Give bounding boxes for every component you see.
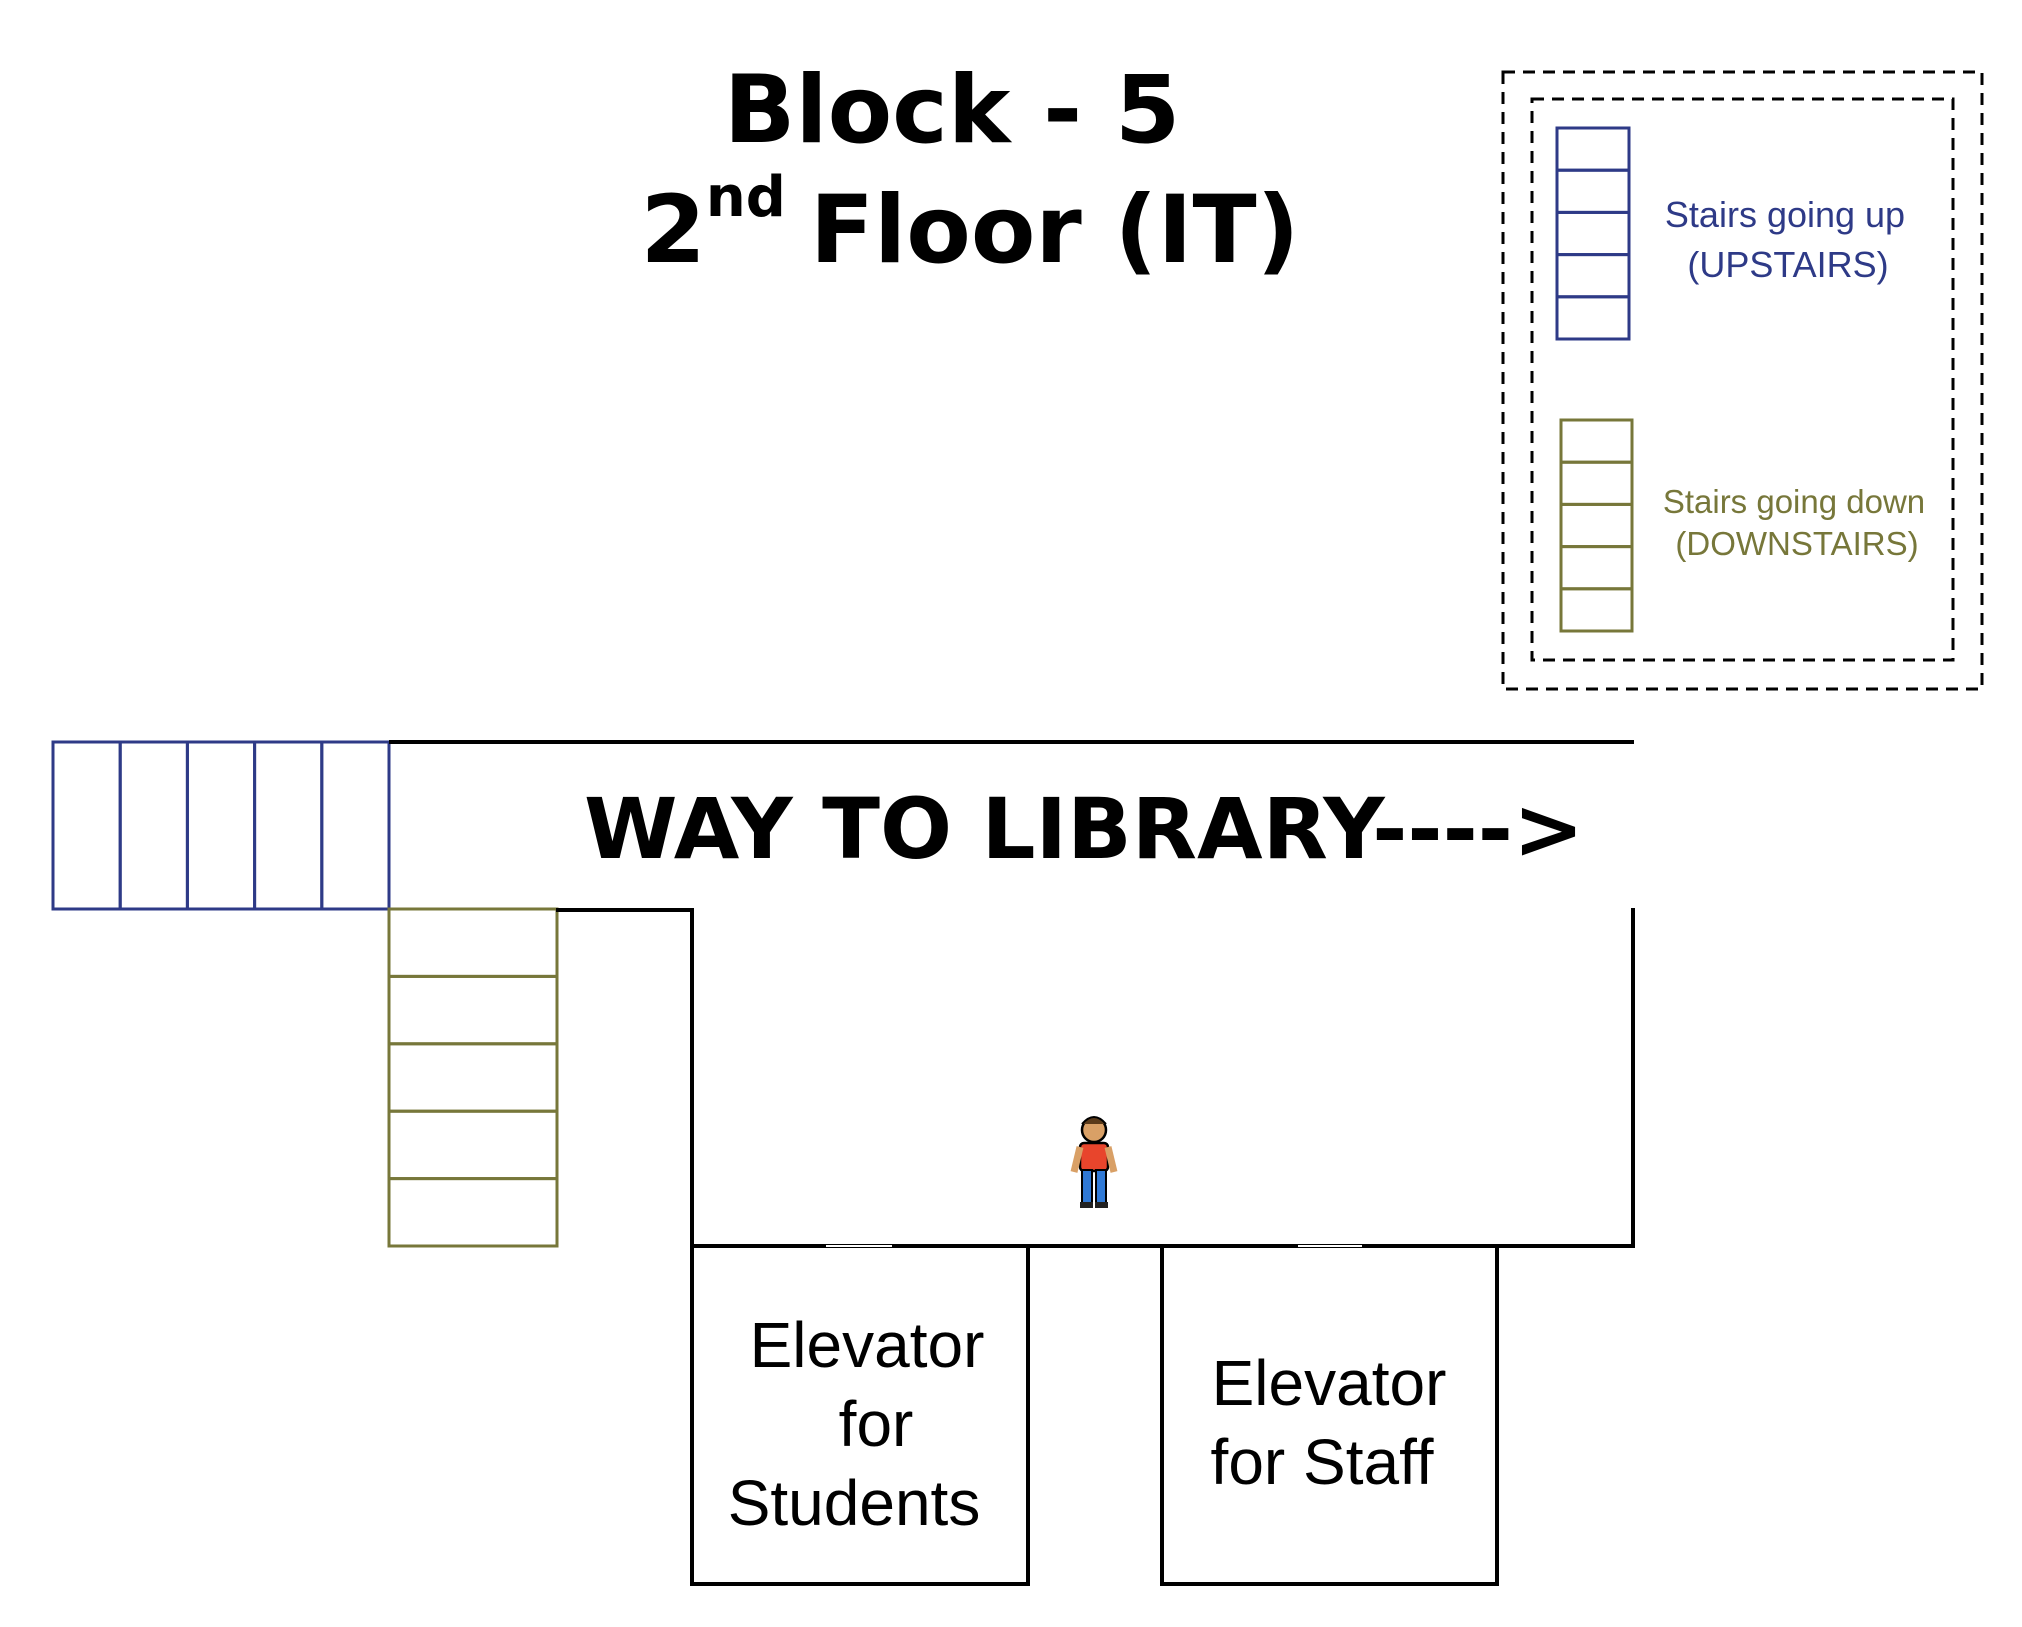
stair-step-up xyxy=(185,740,257,911)
elevator-students-line2: for xyxy=(839,1388,914,1460)
elevator-students-line1: Elevator xyxy=(750,1309,985,1381)
title: Block - 5 2nd Floor (IT) xyxy=(640,56,1299,285)
legend-down-step xyxy=(1559,587,1634,633)
floor-suffix: nd xyxy=(706,165,786,230)
legend-stairs-up-swatch xyxy=(1555,126,1631,341)
legend-down-line2: (DOWNSTAIRS) xyxy=(1675,525,1918,562)
stair-step-down xyxy=(387,974,559,1046)
stairs-up xyxy=(51,740,391,911)
stair-step-up xyxy=(51,740,122,911)
elevator-students: Elevator for Students xyxy=(690,1244,1030,1586)
stair-step-down xyxy=(387,1042,559,1113)
elevator-staff-line1: Elevator xyxy=(1212,1347,1447,1419)
legend-up-line2: (UPSTAIRS) xyxy=(1687,244,1888,285)
stair-step-down xyxy=(387,1109,559,1181)
title-floor: 2nd Floor (IT) xyxy=(640,165,1299,285)
legend-stairs-down-swatch xyxy=(1559,418,1634,633)
legend-up-step xyxy=(1555,253,1631,299)
stair-step-up xyxy=(320,740,391,911)
legend: Stairs going up (UPSTAIRS) Stairs going … xyxy=(1501,70,1984,691)
legend-inner-border xyxy=(1530,97,1955,662)
stairs-down xyxy=(387,907,559,1248)
legend-outer-border xyxy=(1501,70,1984,691)
legend-up-step xyxy=(1555,168,1631,214)
stair-step-down xyxy=(387,907,559,978)
legend-down-step xyxy=(1559,418,1634,464)
elevator-staff: Elevator for Staff xyxy=(1160,1244,1499,1586)
legend-down-step xyxy=(1559,545,1634,591)
stair-step-up xyxy=(253,740,324,911)
floor-number: 2 xyxy=(640,176,705,285)
stair-step-up xyxy=(118,740,189,911)
stair-step-down xyxy=(387,1177,559,1248)
elevator-staff-line2: for Staff xyxy=(1211,1426,1434,1498)
legend-down-line1: Stairs going down xyxy=(1663,483,1925,520)
elevator-students-line3: Students xyxy=(728,1467,981,1539)
title-block: Block - 5 xyxy=(724,56,1181,165)
way-to-library-label: WAY TO LIBRARY----> xyxy=(584,780,1584,878)
floor-name: Floor (IT) xyxy=(810,176,1300,285)
legend-up-step xyxy=(1555,295,1631,341)
legend-down-step xyxy=(1559,460,1634,506)
legend-up-step xyxy=(1555,126,1631,172)
legend-up-line1: Stairs going up xyxy=(1665,194,1905,235)
person-standing-icon xyxy=(1070,1116,1118,1208)
legend-down-step xyxy=(1559,502,1634,549)
legend-up-step xyxy=(1555,210,1631,257)
